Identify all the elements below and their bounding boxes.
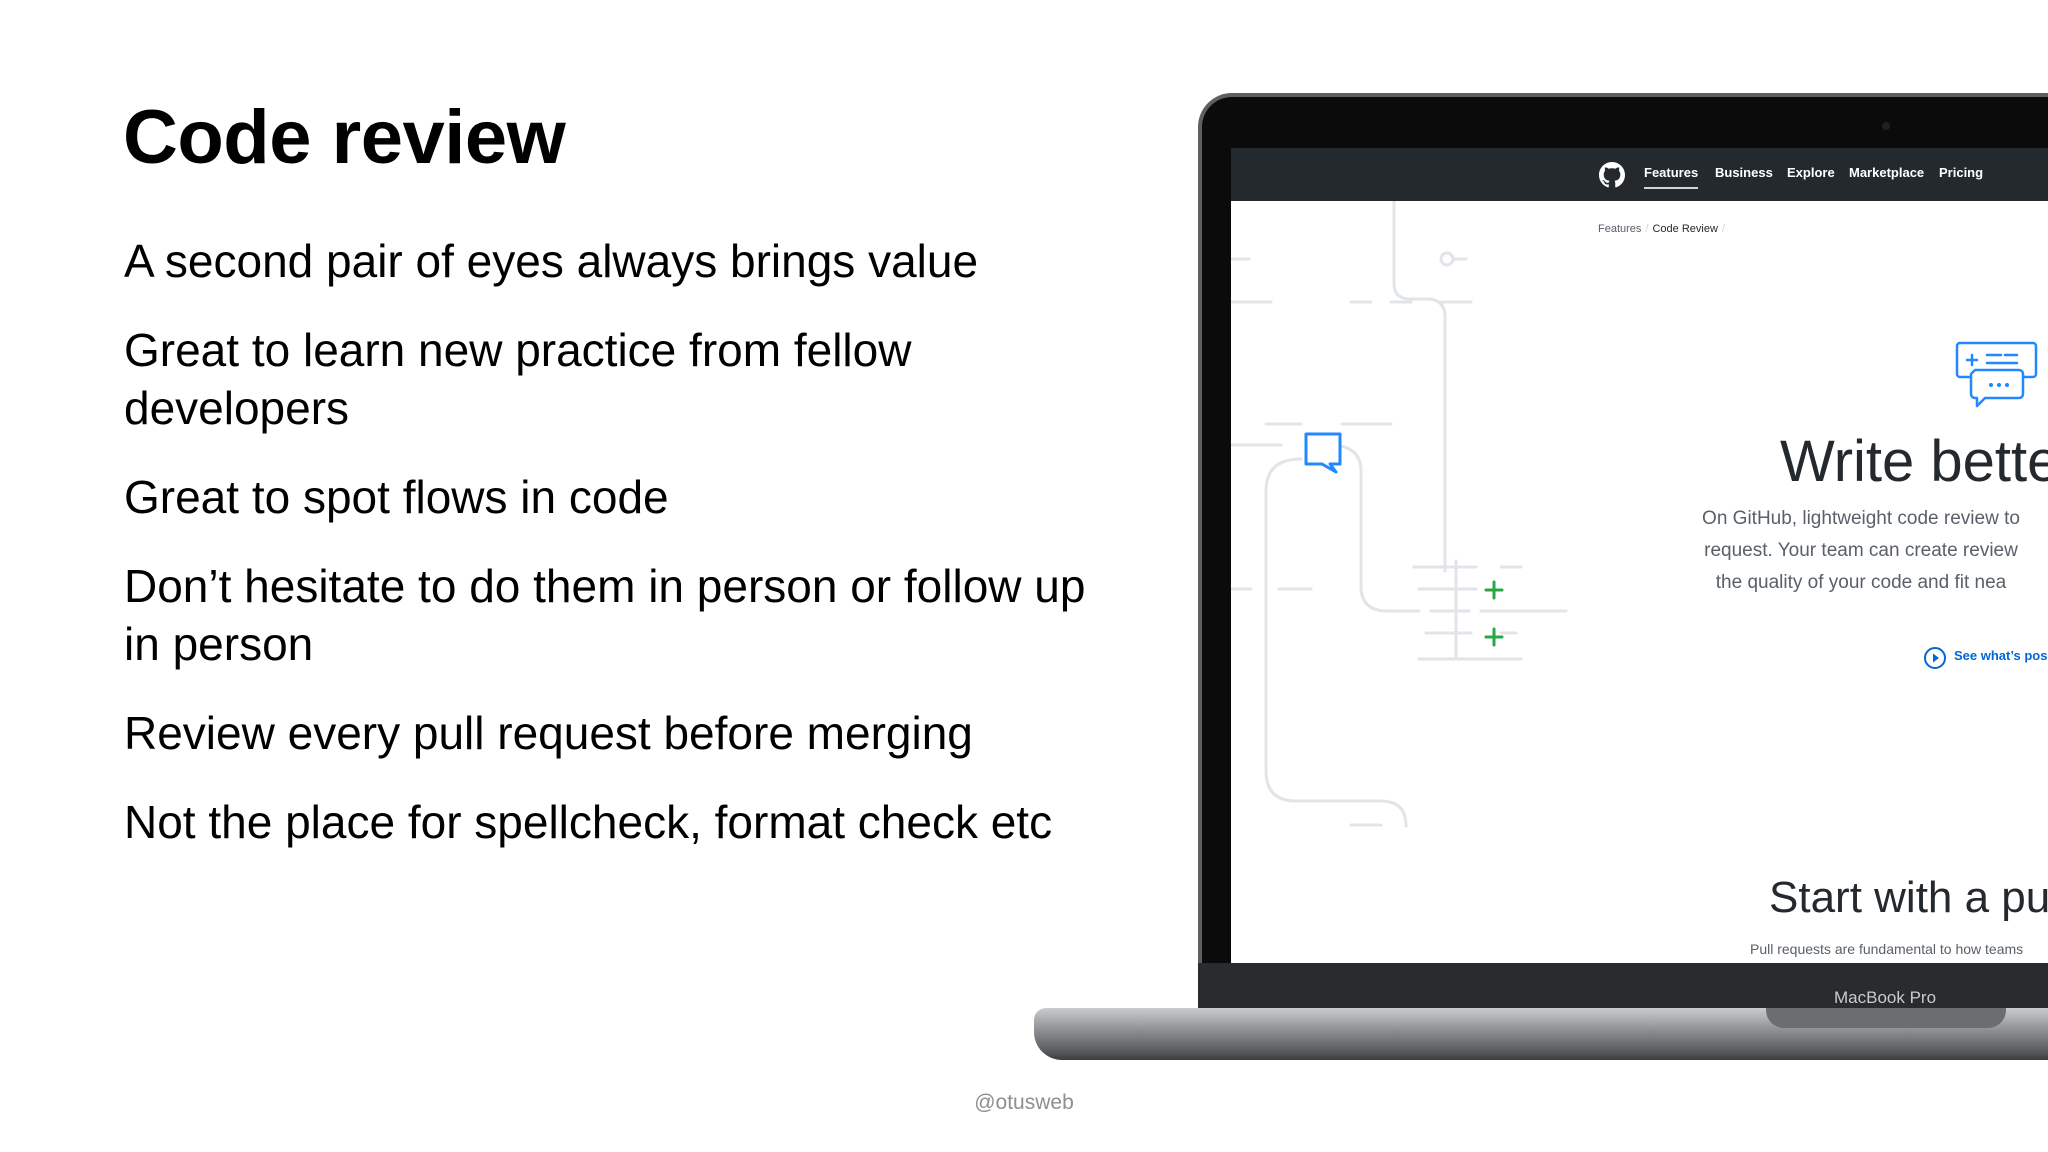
code-review-hero-icon [1955,341,2038,408]
see-whats-possible-link[interactable]: See what’s poss [1954,648,2048,663]
breadcrumb-item-features[interactable]: Features [1598,223,1642,235]
breadcrumb-item-code-review[interactable]: Code Review [1652,223,1718,235]
breadcrumb-separator: / [1721,223,1725,235]
nav-item-explore[interactable]: Explore [1787,165,1835,180]
nav-item-business[interactable]: Business [1715,165,1773,180]
code-review-illustration [1231,201,1568,828]
breadcrumb-separator: / [1645,223,1649,235]
bullet-item: A second pair of eyes always brings valu… [124,235,979,287]
bullet-list: A second pair of eyes always brings valu… [124,232,1134,882]
hero-line: On GitHub, lightweight code review to [1702,508,2020,529]
section-description: Pull requests are fundamental to how tea… [1750,941,2024,957]
github-logo-icon[interactable] [1599,162,1625,188]
github-navbar: Features Business Explore Marketplace Pr… [1231,148,2048,201]
hero-line: the quality of your code and fit nea [1715,572,2007,593]
laptop-bezel-bottom [1198,963,2048,1011]
footer-handle: @otusweb [974,1091,1074,1114]
bullet-item: Great to learn new practice from fellow … [124,324,912,434]
laptop-base-notch [1766,1008,2006,1028]
bullet-item: Great to spot flows in code [124,471,669,523]
play-icon[interactable] [1923,646,1947,670]
nav-item-pricing[interactable]: Pricing [1939,165,1984,180]
section-title: Start with a pu [1769,873,2048,922]
slide-title: Code review [123,95,566,180]
hero-description: On GitHub, lightweight code review to re… [1561,503,2048,599]
nav-item-marketplace[interactable]: Marketplace [1849,165,1925,180]
hero-line: request. Your team can create review [1704,540,2018,561]
breadcrumb: Features/Code Review/ [1598,223,1729,235]
nav-item-features[interactable]: Features [1644,165,1699,189]
bullet-item: Not the place for spellcheck, format che… [124,796,1053,848]
laptop-screen: Features Business Explore Marketplace Pr… [1231,148,2048,963]
camera-icon [1882,122,1890,130]
hero-title: Write bette [1780,429,2048,494]
bullet-item: Review every pull request before merging [124,707,973,759]
laptop-model-label: MacBook Pro [1834,988,1937,1007]
bullet-item: Don’t hesitate to do them in person or f… [124,560,1086,670]
